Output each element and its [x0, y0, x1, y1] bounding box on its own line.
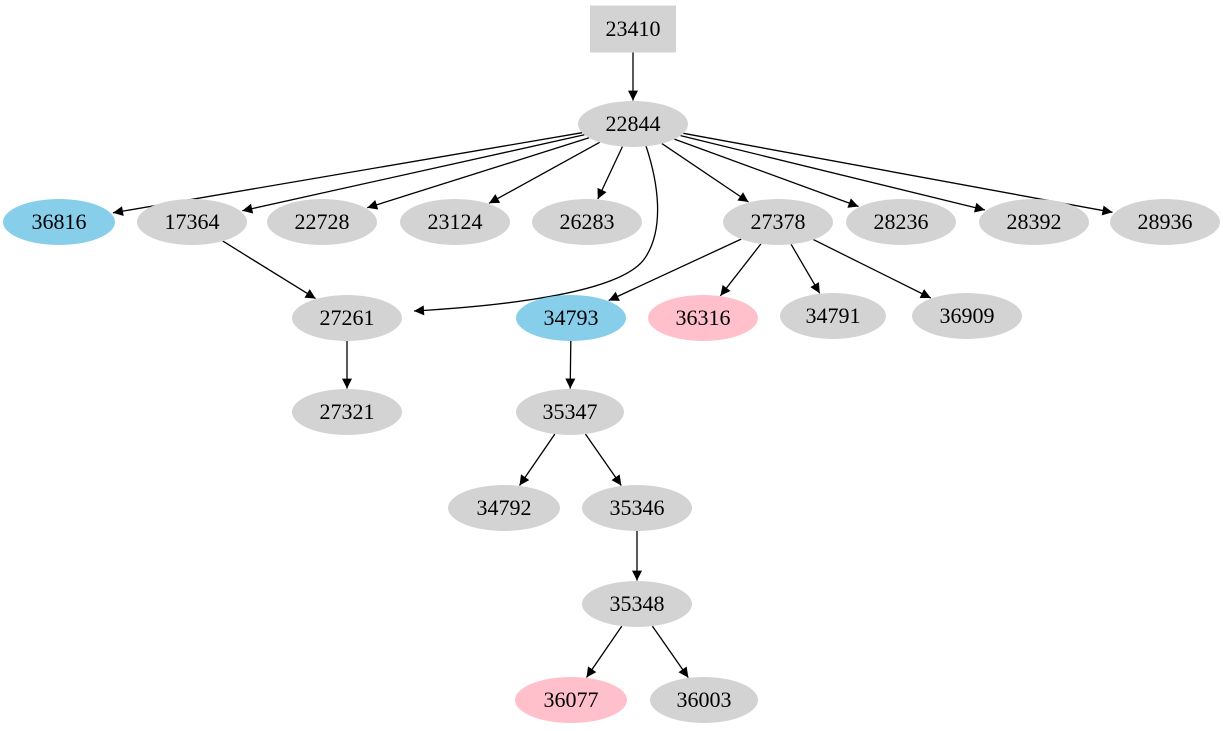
graph-node-27378: 27378: [723, 199, 833, 245]
graph-node-28936: 28936: [1110, 199, 1220, 245]
graph-edge-22844-27261: [413, 145, 659, 316]
node-ellipse-shape: [650, 677, 758, 723]
node-ellipse-shape: [267, 199, 377, 245]
graph-node-34793: 34793: [516, 295, 626, 341]
graph-node-36909: 36909: [912, 293, 1022, 339]
graph-edge-22844-28392: [680, 134, 986, 213]
node-label: 26283: [560, 209, 615, 234]
node-label: 22844: [606, 111, 661, 136]
graph-edge-27378-34793: [608, 238, 742, 302]
node-label: 22728: [295, 209, 350, 234]
node-label: 34791: [806, 303, 861, 328]
graph-node-23124: 23124: [400, 199, 510, 245]
graph-node-35347: 35347: [516, 389, 624, 435]
graph-node-35348: 35348: [582, 581, 692, 627]
graph-node-27321: 27321: [292, 389, 402, 435]
graph-edge-35348-36003: [651, 625, 689, 678]
node-label: 28936: [1138, 209, 1193, 234]
graph-node-22728: 22728: [267, 199, 377, 245]
node-ellipse-shape: [292, 389, 402, 435]
graph-node-34791: 34791: [780, 293, 886, 339]
graph-node-17364: 17364: [137, 199, 247, 245]
graph-node-27261: 27261: [292, 295, 402, 341]
graph-edge-35347-34792: [518, 433, 556, 486]
graph-node-35346: 35346: [582, 485, 692, 531]
node-label: 23410: [606, 16, 661, 41]
graph-node-22844: 22844: [578, 101, 688, 147]
node-label: 35347: [543, 399, 598, 424]
node-label: 35348: [610, 591, 665, 616]
node-ellipse-shape: [582, 581, 692, 627]
node-label: 34792: [477, 495, 532, 520]
graph-node-36077: 36077: [515, 677, 627, 723]
graph-edge-22844-28236: [674, 138, 859, 208]
graph-node-28392: 28392: [979, 199, 1089, 245]
node-ellipse-shape: [846, 199, 956, 245]
node-ellipse-shape: [516, 389, 624, 435]
node-ellipse-shape: [1110, 199, 1220, 245]
graph-node-26283: 26283: [532, 199, 642, 245]
graph-edge-34793-35347: [565, 340, 576, 389]
graph-edge-22844-27378: [661, 143, 749, 203]
node-label: 27261: [320, 305, 375, 330]
node-ellipse-shape: [137, 199, 247, 245]
node-ellipse-shape: [3, 199, 115, 245]
node-ellipse-shape: [532, 199, 642, 245]
graph-edge-27378-34791: [790, 243, 821, 294]
node-label: 36316: [676, 305, 731, 330]
graph-edge-22844-23124: [488, 141, 601, 204]
node-ellipse-shape: [780, 293, 886, 339]
graph-edge-17364-27261: [222, 240, 316, 300]
node-label: 36077: [544, 687, 599, 712]
node-label: 35346: [610, 495, 665, 520]
graph-node-36316: 36316: [648, 295, 758, 341]
graph-node-36816: 36816: [3, 199, 115, 245]
node-box-shape: [590, 5, 676, 53]
node-label: 23124: [428, 209, 483, 234]
graph-node-34792: 34792: [448, 485, 560, 531]
graph-edge-35348-36077: [585, 625, 623, 678]
node-ellipse-shape: [979, 199, 1089, 245]
graph-node-28236: 28236: [846, 199, 956, 245]
graph-node-36003: 36003: [650, 677, 758, 723]
node-label: 28392: [1007, 209, 1062, 234]
node-label: 27378: [751, 209, 806, 234]
graph-edge-22844-26283: [597, 146, 623, 200]
graph-edge-27378-36909: [813, 239, 932, 299]
node-label: 17364: [165, 209, 220, 234]
node-label: 36909: [940, 303, 995, 328]
graph-edge-22844-22728: [367, 137, 590, 210]
node-ellipse-shape: [578, 101, 688, 147]
node-ellipse-shape: [400, 199, 510, 245]
node-label: 27321: [320, 399, 375, 424]
graph-edge-22844-28936: [683, 132, 1113, 216]
node-ellipse-shape: [292, 295, 402, 341]
node-ellipse-shape: [912, 293, 1022, 339]
graph-edge-27378-36316: [719, 243, 762, 297]
node-label: 36816: [32, 209, 87, 234]
node-ellipse-shape: [516, 295, 626, 341]
graph-node-23410: 23410: [590, 5, 676, 53]
graph-edge-22844-17364: [242, 134, 585, 214]
node-ellipse-shape: [648, 295, 758, 341]
node-ellipse-shape: [515, 677, 627, 723]
node-ellipse-shape: [723, 199, 833, 245]
node-label: 34793: [544, 305, 599, 330]
node-ellipse-shape: [582, 485, 692, 531]
graph-edge-35347-35346: [584, 433, 622, 486]
node-label: 28236: [874, 209, 929, 234]
node-label: 36003: [677, 687, 732, 712]
node-ellipse-shape: [448, 485, 560, 531]
